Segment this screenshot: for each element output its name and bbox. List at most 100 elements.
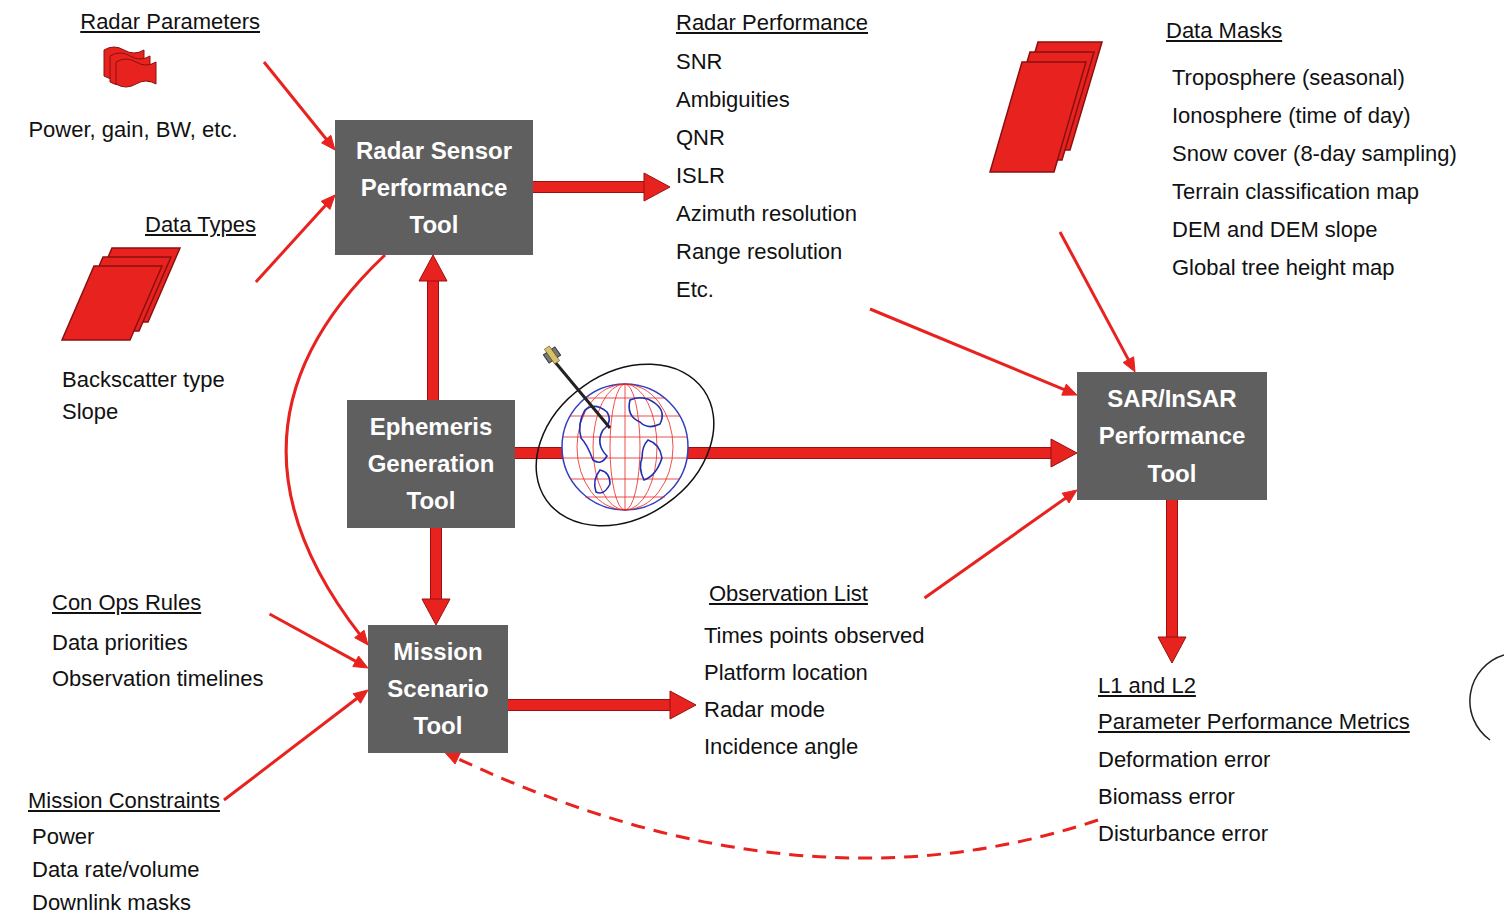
input-group: Radar ParametersPower, gain, BW, etc. bbox=[2, 7, 264, 145]
group-heading: Mission Constraints bbox=[28, 786, 220, 816]
list-item: Backscatter type bbox=[62, 364, 256, 396]
list-item: Ambiguities bbox=[676, 81, 868, 119]
list-item: QNR bbox=[676, 119, 868, 157]
arrow-outline bbox=[533, 181, 649, 193]
tool-box: Mission Scenario Tool bbox=[368, 625, 508, 753]
arrow-shaft bbox=[533, 182, 649, 192]
tool-box: Ephemeris Generation Tool bbox=[347, 400, 515, 528]
flow-arrow bbox=[256, 195, 335, 282]
group-heading: Observation List bbox=[709, 579, 925, 609]
list-item: Global tree height map bbox=[1172, 249, 1457, 287]
tool-label: SAR/InSAR Performance Tool bbox=[1087, 380, 1257, 492]
input-list: Mission ConstraintsPowerData rate/volume… bbox=[28, 786, 224, 919]
list-item: Slope bbox=[62, 396, 256, 428]
list-item: Power bbox=[32, 820, 220, 853]
list-item: Platform location bbox=[704, 654, 925, 691]
tool-label: Radar Sensor Performance Tool bbox=[345, 132, 523, 244]
arrow-line bbox=[1060, 232, 1130, 362]
feedback-arrow bbox=[445, 753, 1098, 859]
arrow-head bbox=[321, 195, 335, 209]
flow-arrow bbox=[1060, 232, 1135, 372]
flow-arrow bbox=[925, 490, 1077, 598]
flow-arrow bbox=[264, 62, 335, 150]
arrow-head bbox=[353, 690, 368, 703]
stacked-sheets-icon bbox=[990, 42, 1102, 172]
list-item: Observation timelines bbox=[52, 661, 264, 697]
metrics-list: L1 and L2 Parameter Performance MetricsDe… bbox=[1098, 663, 1410, 852]
arrow-head bbox=[1062, 490, 1077, 503]
group-heading: Radar Parameters bbox=[2, 7, 264, 37]
block-arrow bbox=[1158, 500, 1186, 663]
arrow-shaft bbox=[428, 276, 438, 400]
input-group: Data TypesBackscatter typeSlope bbox=[58, 210, 256, 428]
arrow-line bbox=[870, 309, 1067, 391]
arrow-outline bbox=[1166, 500, 1178, 642]
pages-icon bbox=[104, 47, 156, 87]
arrow-head bbox=[1158, 637, 1186, 663]
arrow-head bbox=[353, 656, 368, 668]
list-item: Snow cover (8-day sampling) bbox=[1172, 135, 1457, 173]
block-arrow bbox=[533, 173, 670, 201]
arrow-shaft bbox=[1167, 500, 1177, 642]
arrow-head bbox=[1123, 357, 1135, 372]
input-list: Data MasksTroposphere (seasonal)Ionosphe… bbox=[1060, 16, 1457, 287]
list-item: ISLR bbox=[676, 157, 868, 195]
tool-box: SAR/InSAR Performance Tool bbox=[1077, 372, 1267, 500]
arrow-head bbox=[1051, 439, 1077, 467]
list-item: Range resolution bbox=[676, 233, 868, 271]
arrow-shaft bbox=[508, 700, 675, 710]
list-item: Data priorities bbox=[52, 625, 264, 661]
group-heading: L1 and L2 bbox=[1098, 671, 1410, 701]
list-item: Incidence angle bbox=[704, 728, 925, 765]
list-item: Deformation error bbox=[1098, 741, 1410, 778]
arrow-shaft bbox=[431, 528, 441, 605]
arrow-line bbox=[925, 496, 1068, 598]
group-heading: Con Ops Rules bbox=[52, 588, 264, 618]
input-list: Con Ops RulesData prioritiesObservation … bbox=[48, 588, 270, 697]
list-item: DEM and DEM slope bbox=[1172, 211, 1457, 249]
block-arrow bbox=[508, 691, 696, 719]
arrow-head bbox=[419, 255, 447, 281]
stacked-sheets-icon bbox=[62, 248, 180, 340]
flow-arrow bbox=[224, 690, 368, 800]
group-heading: Parameter Performance Metrics bbox=[1098, 707, 1410, 737]
flow-arrow bbox=[270, 614, 368, 668]
arrow-outline bbox=[508, 699, 675, 711]
list-item: Disturbance error bbox=[1098, 815, 1410, 852]
tool-label: Mission Scenario Tool bbox=[378, 633, 498, 745]
list-item: Biomass error bbox=[1098, 778, 1410, 815]
output-list: Observation ListTimes points observedPla… bbox=[696, 579, 925, 765]
decor-arc bbox=[1470, 655, 1504, 740]
list-item: Etc. bbox=[676, 271, 868, 309]
arrow-line bbox=[224, 697, 359, 800]
list-item: SNR bbox=[676, 43, 868, 81]
arrow-head bbox=[445, 753, 460, 764]
list-item: Data rate/volume bbox=[32, 853, 220, 886]
tool-box: Radar Sensor Performance Tool bbox=[335, 120, 533, 255]
arrow-head bbox=[355, 630, 368, 645]
arrow-head bbox=[670, 691, 696, 719]
arrow-outline bbox=[430, 528, 442, 605]
list-item: Radar mode bbox=[704, 691, 925, 728]
group-heading: Radar Performance bbox=[676, 8, 868, 38]
list-item: Times points observed bbox=[704, 617, 925, 654]
block-arrow bbox=[422, 528, 450, 625]
list-item: Downlink masks bbox=[32, 886, 220, 919]
tool-label: Ephemeris Generation Tool bbox=[357, 408, 505, 520]
flow-arrow bbox=[870, 309, 1077, 395]
arrow-head bbox=[644, 173, 670, 201]
arrow-outline bbox=[427, 276, 439, 400]
list-item: Azimuth resolution bbox=[676, 195, 868, 233]
arrow-line bbox=[455, 757, 1098, 858]
arrow-head bbox=[322, 135, 335, 150]
group-heading: Data Types bbox=[145, 210, 256, 240]
list-item: Terrain classification map bbox=[1172, 173, 1457, 211]
block-arrow bbox=[419, 255, 447, 400]
group-heading: Data Masks bbox=[1166, 16, 1457, 46]
output-list: Radar PerformanceSNRAmbiguitiesQNRISLRAz… bbox=[670, 8, 868, 309]
list-item: Power, gain, BW, etc. bbox=[2, 115, 264, 145]
arrow-line bbox=[264, 62, 328, 141]
arrow-head bbox=[422, 599, 450, 625]
arrow-line bbox=[256, 203, 328, 282]
